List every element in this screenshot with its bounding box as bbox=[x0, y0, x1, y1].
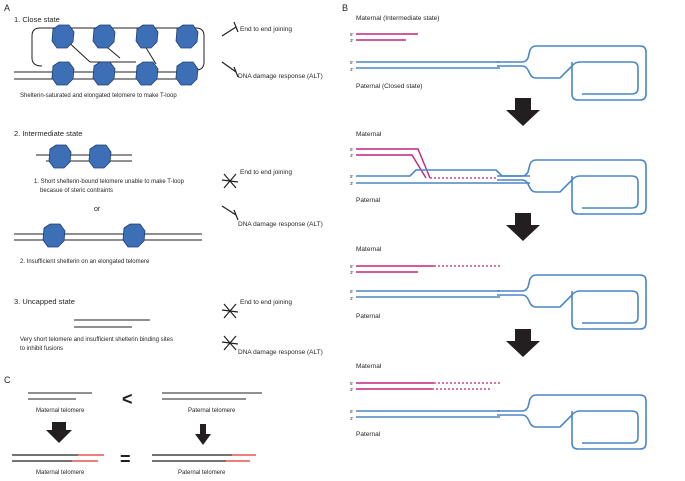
intermediate-outcome-ddr: DNA damage response (ALT) bbox=[238, 221, 323, 228]
maternal-telomere-after bbox=[12, 454, 104, 462]
intermediate-outcome-joining: End to end joining bbox=[240, 169, 292, 176]
down-arrow-b3 bbox=[506, 329, 540, 357]
maternal-telomere-label-2: Maternal telomere bbox=[36, 470, 85, 476]
paternal-telomere-after bbox=[152, 454, 256, 462]
close-state-inhibition-symbols bbox=[221, 21, 239, 78]
uncapped-symbols bbox=[221, 303, 239, 351]
uncapped-caption-line2: to inhibit fusions bbox=[20, 346, 63, 352]
paternal-telomere-label-2: Paternal telomere bbox=[178, 470, 226, 476]
shelterin-hexagons-sparse bbox=[42, 223, 146, 248]
uncapped-outcome-ddr: DNA damage response (ALT) bbox=[238, 349, 323, 356]
intermediate-case2: 2. Insufficient shelterin on an elongate… bbox=[20, 259, 150, 265]
step4-5prime-top: 5' bbox=[350, 381, 354, 386]
uncapped-state-title: 3. Uncapped state bbox=[14, 297, 75, 306]
uncapped-caption-line1: Very short telomere and insufficient she… bbox=[20, 337, 173, 343]
intermediate-case1-line2: becasue of steric contraints bbox=[40, 188, 113, 194]
panel-b-step2: Maternal 5' 3' 5' 3' Paternal bbox=[350, 131, 647, 215]
step2-5prime-bottom: 5' bbox=[350, 174, 354, 179]
close-state-title: 1. Close state bbox=[14, 15, 60, 24]
step3-5prime-top: 5' bbox=[350, 264, 354, 269]
step2-5prime-top: 5' bbox=[350, 147, 354, 152]
down-arrow-b2 bbox=[506, 213, 540, 241]
down-arrow-c1 bbox=[46, 422, 72, 443]
uncapped-telomere bbox=[74, 319, 150, 328]
step4-maternal-label: Maternal bbox=[356, 363, 382, 370]
step3-3prime-bottom: 3' bbox=[350, 296, 354, 301]
paternal-telomere-label-1: Paternal telomere bbox=[188, 408, 236, 414]
maternal-telomere-label-1: Maternal telomere bbox=[36, 408, 85, 414]
step3-3prime-top: 3' bbox=[350, 270, 354, 275]
shelterin-hexagons-short bbox=[48, 144, 112, 169]
step3-paternal-label: Paternal bbox=[356, 313, 381, 320]
step3-5prime-bottom: 5' bbox=[350, 289, 354, 294]
uncapped-outcome-joining: End to end joining bbox=[240, 299, 292, 306]
or-label: or bbox=[94, 206, 101, 213]
close-outcome-ddr: DNA damage response (ALT) bbox=[238, 73, 323, 80]
down-arrow-b1 bbox=[506, 98, 540, 126]
step2-paternal-label: Paternal bbox=[356, 197, 381, 204]
step1-maternal-label: Maternal (Intermediate state) bbox=[356, 15, 439, 22]
step2-3prime-top: 3' bbox=[350, 153, 354, 158]
panel-b-step1: Maternal (Intermediate state) 5' 3' 5' 3… bbox=[350, 15, 647, 101]
step3-maternal-label: Maternal bbox=[356, 246, 382, 253]
intermediate-case1-line1: 1. Short shelterin-bound telomere unable… bbox=[34, 179, 185, 185]
maternal-telomere-before bbox=[28, 392, 92, 400]
step4-paternal-label: Paternal bbox=[356, 431, 381, 438]
step4-3prime-bottom: 3' bbox=[350, 416, 354, 421]
panel-a-label: A bbox=[4, 3, 10, 13]
panel-b-step4: Maternal 5' 3' 5' 3' Paternal bbox=[350, 363, 647, 450]
down-arrow-c2 bbox=[195, 424, 211, 445]
step1-3prime-bottom: 3' bbox=[350, 67, 354, 72]
intermediate-telomere-long bbox=[14, 233, 202, 241]
step1-5prime-top: 5' bbox=[350, 32, 354, 37]
paternal-telomere-before bbox=[162, 392, 262, 400]
step2-maternal-label: Maternal bbox=[356, 131, 382, 138]
shelterin-hexagons-close bbox=[51, 24, 199, 86]
panel-b-label: B bbox=[342, 3, 348, 13]
intermediate-state-title: 2. Intermediate state bbox=[14, 129, 82, 138]
close-outcome-joining: End to end joining bbox=[240, 26, 292, 33]
step4-3prime-top: 3' bbox=[350, 387, 354, 392]
intermediate-symbols bbox=[221, 173, 239, 221]
equals-symbol: = bbox=[120, 449, 131, 469]
less-than-symbol: < bbox=[122, 389, 133, 409]
step1-5prime-bottom: 5' bbox=[350, 60, 354, 65]
step1-paternal-label: Paternal (Closed state) bbox=[356, 83, 422, 90]
panel-c-label: C bbox=[4, 375, 11, 385]
panel-b-step3: Maternal 5' 3' 5' 3' Paternal bbox=[350, 246, 647, 330]
step1-3prime-top: 3' bbox=[350, 38, 354, 43]
close-state-caption: Shelterin-saturated and elongated telome… bbox=[20, 93, 177, 99]
step2-3prime-bottom: 3' bbox=[350, 181, 354, 186]
step4-5prime-bottom: 5' bbox=[350, 409, 354, 414]
